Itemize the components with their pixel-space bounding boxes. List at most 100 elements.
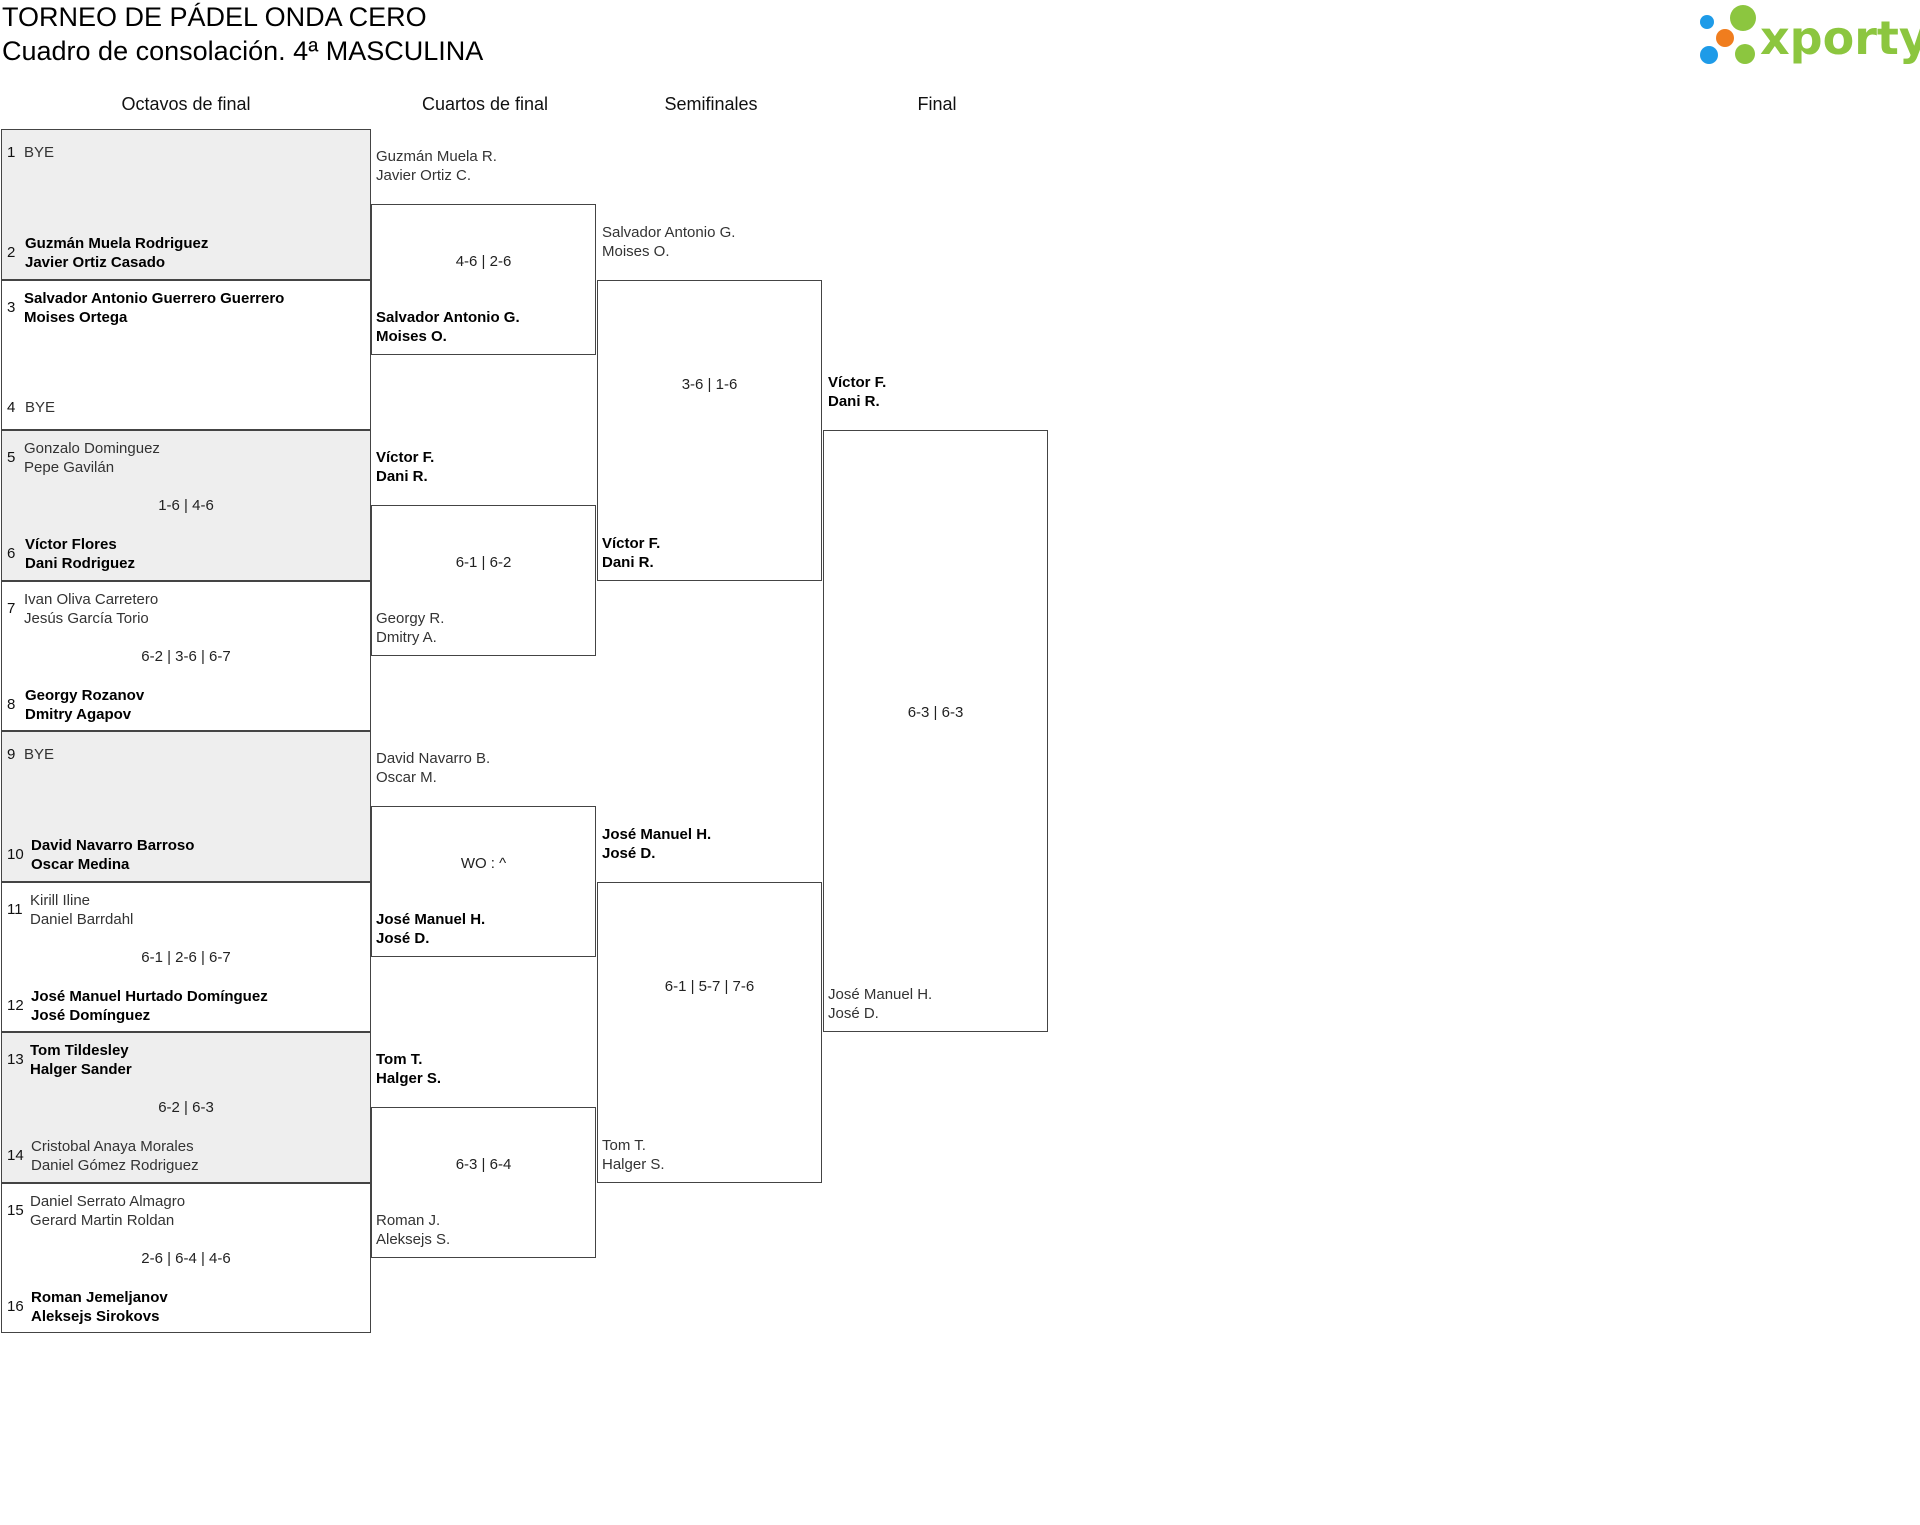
seed-number: 5 xyxy=(7,449,16,466)
player-name: Víctor F. xyxy=(828,374,887,391)
player-name: Salvador Antonio G. xyxy=(602,223,736,241)
player-name: Georgy R. xyxy=(376,609,445,627)
player-name: Kirill Iline xyxy=(30,891,91,909)
player-name: Oscar M. xyxy=(376,769,437,787)
team-entry[interactable]: BYE xyxy=(24,143,54,162)
player-name: José Domínguez xyxy=(31,1006,151,1024)
seed-number: 6 xyxy=(7,545,16,562)
team-entry[interactable]: Tom T.Halger S. xyxy=(602,1136,665,1174)
match-score: WO : ^ xyxy=(460,854,507,872)
team-entry[interactable]: Víctor F.Dani R. xyxy=(602,534,660,572)
player-name: José Manuel H. xyxy=(376,910,486,928)
xporty-logo[interactable]: xporty xyxy=(1696,2,1920,72)
logo-dot-green-icon xyxy=(1730,5,1756,31)
logo-dot-blue-small-icon xyxy=(1700,15,1714,29)
player-name: Aleksejs S. xyxy=(376,1230,451,1248)
match-score: 1-6 | 4-6 xyxy=(158,497,214,514)
match-score: 6-2 | 3-6 | 6-7 xyxy=(141,647,231,665)
match-octavos-2 xyxy=(1,279,371,430)
match-score: 4-6 | 2-6 xyxy=(455,252,512,270)
player-name: Víctor F. xyxy=(376,449,435,467)
player-name: Dmitry Agapov xyxy=(25,705,132,723)
match-score: 6-3 | 6-4 xyxy=(455,1155,512,1173)
match-score: 6-1 | 2-6 | 6-7 xyxy=(141,948,231,966)
seed-number: 10 xyxy=(7,846,24,863)
seed-number: 1 xyxy=(7,144,16,161)
player-name: Tom Tildesley xyxy=(30,1042,129,1059)
player-name: Víctor F. xyxy=(602,534,661,552)
round-header-octavos: Octavos de final xyxy=(121,94,251,114)
round-header-semis: Semifinales xyxy=(664,94,758,114)
team-entry[interactable]: Guzmán Muela R.Javier Ortiz C. xyxy=(376,147,497,185)
player-name: David Navarro Barroso xyxy=(31,837,195,854)
player-name: Guzmán Muela Rodriguez xyxy=(25,235,209,252)
team-entry[interactable]: Roman J.Aleksejs S. xyxy=(376,1211,450,1249)
player-name: Dani R. xyxy=(602,553,654,571)
seed-number: 7 xyxy=(7,599,16,617)
team-entry[interactable]: José Manuel H.José D. xyxy=(602,825,711,863)
match-cuartos-4 xyxy=(371,1107,596,1258)
team-entry[interactable]: Víctor F. Dani R. xyxy=(828,373,886,411)
seed-number: 13 xyxy=(7,1051,24,1068)
match-cuartos-3 xyxy=(371,806,596,957)
player-name: Pepe Gavilán xyxy=(24,459,115,476)
tournament-title: TORNEO DE PÁDEL ONDA CERO xyxy=(2,2,427,32)
player-name: Dani R. xyxy=(376,468,428,486)
team-entry[interactable]: José Manuel H.José D. xyxy=(828,985,932,1023)
player-name: Dani R. xyxy=(828,393,880,410)
team-entry[interactable]: José Manuel H.José D. xyxy=(376,910,485,948)
player-name: Halger Sander xyxy=(30,1061,132,1078)
player-name: Halger S. xyxy=(376,1070,442,1088)
player-name: Dani Rodriguez xyxy=(25,555,136,572)
seed-number: 12 xyxy=(7,996,24,1014)
match-octavos-6 xyxy=(1,881,371,1032)
team-entry[interactable]: BYE xyxy=(25,398,55,417)
player-name: Gerard Martin Roldan xyxy=(30,1211,175,1229)
match-octavos-5 xyxy=(1,731,371,882)
logo-dot-orange-icon xyxy=(1716,29,1734,47)
team-entry[interactable]: Tom T.Halger S. xyxy=(376,1050,441,1088)
round-header-final: Final xyxy=(917,94,957,114)
player-name: José Manuel H. xyxy=(828,986,933,1003)
player-name: Daniel Serrato Almagro xyxy=(30,1192,186,1210)
player-name: Georgy Rozanov xyxy=(25,686,145,704)
team-entry[interactable]: Víctor F.Dani R. xyxy=(376,448,434,486)
match-octavos-3 xyxy=(1,430,371,581)
team-entry[interactable]: Salvador Antonio G.Moises O. xyxy=(376,308,520,346)
team-entry[interactable]: David Navarro B.Oscar M. xyxy=(376,749,490,787)
logo-dot-blue-icon xyxy=(1700,46,1718,64)
team-entry[interactable]: Georgy R.Dmitry A. xyxy=(376,609,444,647)
logo-dot-green-small-icon xyxy=(1735,44,1755,64)
match-final xyxy=(823,430,1048,1032)
player-name: Salvador Antonio Guerrero Guerrero xyxy=(24,289,285,307)
player-name: Moises Ortega xyxy=(24,308,128,326)
team-entry[interactable]: Salvador Antonio G.Moises O. xyxy=(602,223,735,261)
team-entry[interactable]: BYE xyxy=(24,745,54,764)
player-name: José Manuel Hurtado Domínguez xyxy=(31,987,268,1005)
player-name: José D. xyxy=(376,929,430,947)
seed-number: 8 xyxy=(7,695,16,713)
player-name: Cristobal Anaya Morales xyxy=(31,1138,194,1155)
player-name: David Navarro B. xyxy=(376,750,491,768)
match-semis-2 xyxy=(597,881,822,1183)
logo-wordmark: xporty xyxy=(1760,11,1920,65)
match-octavos-4 xyxy=(1,580,371,731)
player-name: Aleksejs Sirokovs xyxy=(31,1307,160,1325)
xporty-logo-mark: xporty xyxy=(1700,5,1920,65)
match-score: 2-6 | 6-4 | 4-6 xyxy=(141,1249,231,1267)
player-name: Roman J. xyxy=(376,1211,441,1229)
player-name: Moises O. xyxy=(376,327,447,345)
